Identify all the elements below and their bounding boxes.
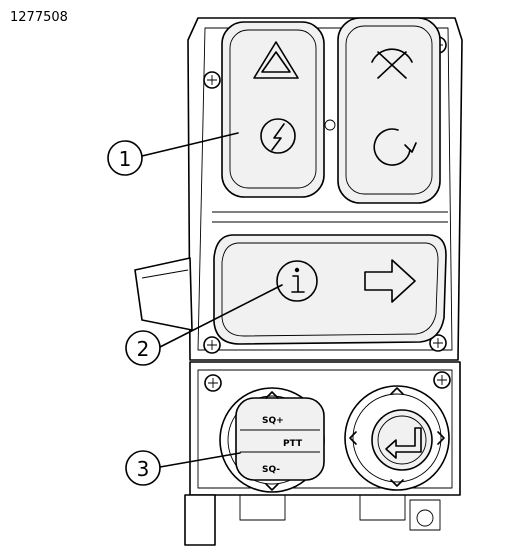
info-icon (276, 260, 318, 302)
callout-leaders (141, 132, 283, 468)
reset-button (337, 17, 441, 204)
sq-plus-label: SQ+ (262, 416, 284, 426)
callout-1: 1 (107, 140, 143, 176)
enter-joystick (344, 385, 450, 491)
hazard-button (221, 21, 336, 198)
chevron-up-icon (390, 387, 404, 395)
svg-text:3: 3 (137, 457, 150, 481)
figure-id: 1277508 (10, 10, 68, 25)
cancel-icon (371, 48, 413, 63)
svg-text:1: 1 (119, 147, 132, 171)
screw-icon (203, 36, 451, 392)
callout-2: 2 (125, 330, 161, 366)
callout-3: 3 (125, 450, 161, 486)
sq-minus-label: SQ- (262, 465, 280, 475)
chevron-right-icon (437, 431, 445, 445)
ptt-label: PTT (283, 439, 303, 449)
chevron-down-icon (265, 483, 279, 491)
refresh-icon (373, 128, 411, 166)
enter-icon (385, 427, 422, 459)
chevron-up-icon (265, 391, 279, 399)
radio-joystick: SQ+ PTT SQ- (219, 387, 325, 493)
info-button (213, 234, 447, 345)
arrow-right-icon (364, 259, 416, 303)
svg-text:2: 2 (137, 337, 150, 361)
chevron-down-icon (390, 479, 404, 487)
horn-icon (260, 118, 296, 154)
hazard-triangle-icon (253, 41, 299, 79)
chevron-left-icon (349, 431, 357, 445)
